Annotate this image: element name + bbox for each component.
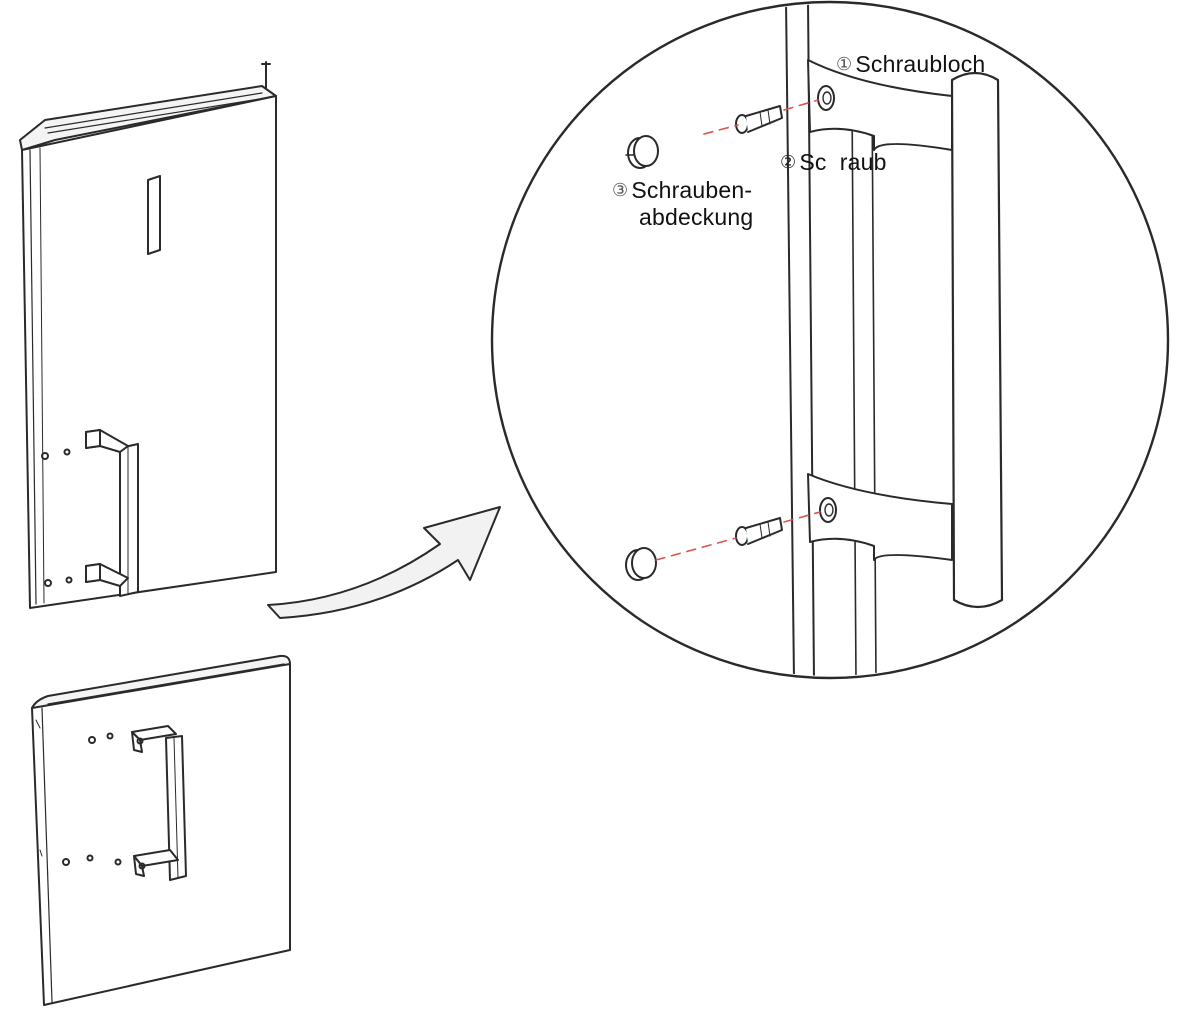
callout-screw-cover-label-line2: abdeckung [639, 204, 754, 230]
lower-door-illustration [31, 654, 291, 1006]
callout-screw-label: Sc raub [799, 149, 887, 175]
upper-screw-illustration [735, 105, 783, 134]
callout-number-3: ③ [612, 180, 629, 201]
lower-screw-cover-illustration [625, 547, 657, 581]
callout-screw-hole-label: Schraubloch [855, 51, 986, 77]
lower-screw-illustration [735, 517, 783, 546]
detail-contents [625, 4, 1004, 676]
callout-number-1: ① [836, 54, 853, 75]
callout-screw-cover-label-line1: Schrauben- [631, 177, 753, 203]
upper-screw-cover-illustration [625, 135, 659, 169]
assembly-axis-lines [655, 99, 821, 561]
upper-door-illustration [19, 61, 277, 609]
arrow-to-detail [267, 506, 501, 619]
callout-number-2: ② [780, 152, 797, 173]
